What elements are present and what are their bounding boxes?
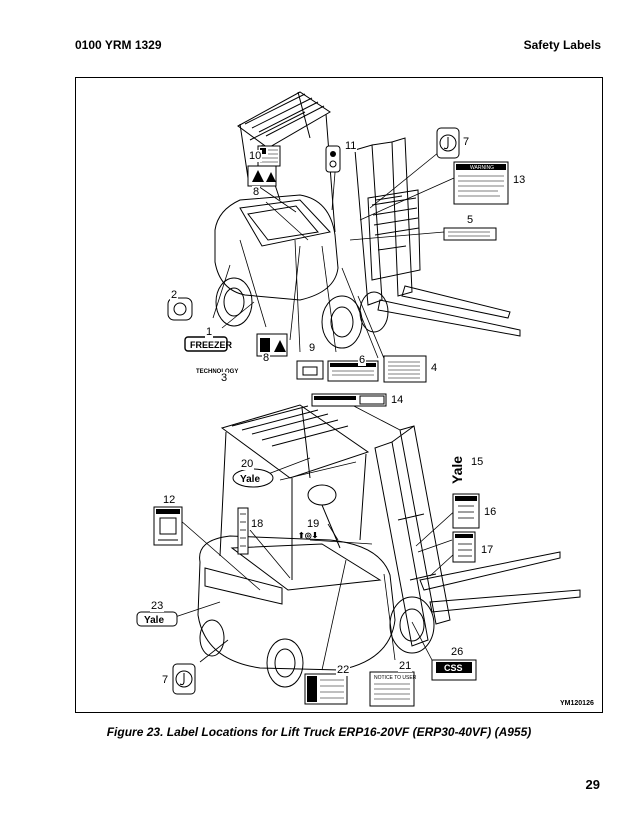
callout-9: 9 <box>308 342 317 354</box>
callout-17: 17 <box>480 544 495 556</box>
callout-14: 14 <box>390 394 405 406</box>
callout-7: 7 <box>462 136 471 148</box>
figure-caption: Figure 23. Label Locations for Lift Truc… <box>106 725 532 739</box>
section-title: Safety Labels <box>523 38 601 52</box>
warning-text-13: WARNING <box>470 165 494 171</box>
freezer-label-text: FREEZER <box>190 340 233 350</box>
svg-text:⬆◎⬇: ⬆◎⬇ <box>298 531 318 540</box>
callout-2: 2 <box>170 289 179 301</box>
callout-21: 21 <box>398 660 413 672</box>
label-thumbnails-lower: Yale Yale ⬆◎⬇ Yale NOTICE TO <box>136 393 480 707</box>
callout-18: 18 <box>250 518 265 530</box>
yale-plate-label: Yale <box>144 615 164 626</box>
callout-7: 7 <box>161 674 170 686</box>
callout-10: 10 <box>248 150 263 162</box>
document-number: 0100 YRM 1329 <box>75 38 162 52</box>
callout-20: 20 <box>240 458 255 470</box>
callout-1: 1 <box>205 326 214 338</box>
callout-13: 13 <box>512 174 527 186</box>
callout-5: 5 <box>466 214 475 226</box>
callout-8: 8 <box>252 186 261 198</box>
figure-id: YM120126 <box>560 700 594 707</box>
yale-vertical-label: Yale <box>449 456 465 484</box>
label-thumbnails-upper: WARNING FREEZER TECHNOLOGY <box>167 127 509 383</box>
callout-6: 6 <box>358 354 367 366</box>
css-label-text: CSS <box>444 663 463 673</box>
callout-26: 26 <box>450 646 465 658</box>
page-number: 29 <box>585 777 600 792</box>
callout-12: 12 <box>162 494 177 506</box>
yale-oval-label: Yale <box>240 474 260 485</box>
callout-16: 16 <box>483 506 498 518</box>
leader-lines-lower <box>171 403 459 671</box>
figure-frame <box>75 77 603 713</box>
notice-to-user-text: NOTICE TO USER <box>374 675 417 681</box>
upper-forklift-drawing <box>214 91 521 349</box>
callout-8: 8 <box>262 352 271 364</box>
callout-15: 15 <box>470 456 485 468</box>
callout-4: 4 <box>430 362 439 374</box>
callout-23: 23 <box>150 600 165 612</box>
callout-22: 22 <box>336 664 351 676</box>
technology-label-text: TECHNOLOGY <box>196 369 238 375</box>
lower-forklift-drawing <box>197 404 581 688</box>
callout-3: 3 <box>220 372 229 384</box>
callout-19: 19 <box>306 518 321 530</box>
callout-11: 11 <box>344 140 358 152</box>
